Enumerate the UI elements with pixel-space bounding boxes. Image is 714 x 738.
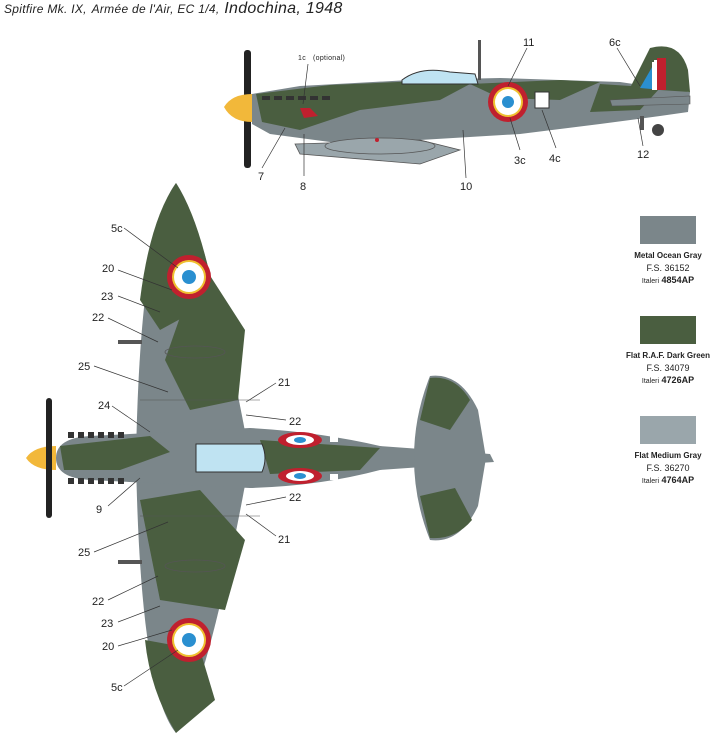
side-camo-1 — [256, 81, 470, 130]
swatch-fs: F.S. 36270 — [646, 463, 690, 473]
side-emblem — [300, 108, 318, 118]
swatch-fs: F.S. 36152 — [646, 263, 690, 273]
side-canopy — [401, 69, 479, 85]
top-camo-3 — [140, 490, 245, 610]
top-fuselage-camo — [60, 436, 170, 470]
callout-20-lower: 20 — [102, 641, 114, 653]
callout-5c-upper: 5c — [111, 223, 123, 235]
callout-7: 7 — [258, 171, 264, 183]
callout-20-upper: 20 — [102, 263, 114, 275]
title-aircraft: Spitfire Mk. IX, — [4, 2, 87, 16]
top-canopy — [195, 443, 266, 473]
swatch-label-dark-green: Flat R.A.F. Dark Green F.S. 34079 Italer… — [603, 350, 714, 388]
top-roundel-lower — [167, 618, 211, 662]
callout-22-fuselage-upper: 22 — [289, 416, 301, 428]
callout-25-lower: 25 — [78, 547, 90, 559]
swatch-label-medium-gray: Flat Medium Gray F.S. 36270 Italeri 4764… — [603, 450, 714, 488]
top-cannon-lower — [118, 560, 142, 564]
side-wing-root — [324, 137, 436, 155]
callout-10: 10 — [460, 181, 472, 193]
side-spinner — [224, 94, 252, 122]
top-callouts — [93, 227, 287, 687]
top-view — [26, 183, 494, 733]
callout-3c: 3c — [514, 155, 526, 167]
callout-22-upper: 22 — [92, 312, 104, 324]
callout-22-lower: 22 — [92, 596, 104, 608]
title-unit: Armée de l'Air, EC 1/4, — [91, 2, 220, 16]
callout-1c-note: (optional) — [313, 55, 345, 62]
swatch-label-metal-ocean-gray: Metal Ocean Gray F.S. 36152 Italeri 4854… — [603, 250, 714, 288]
swatch-metal-ocean-gray — [640, 216, 696, 244]
swatch-code: 4726AP — [661, 375, 695, 385]
side-tail-wheel — [652, 124, 664, 136]
top-exhausts — [68, 432, 124, 484]
side-code-box — [534, 91, 550, 109]
top-fuselage-roundels — [278, 432, 338, 484]
callout-5c-lower: 5c — [111, 682, 123, 694]
title-place: Indochina, 1948 — [224, 0, 343, 17]
side-callouts — [261, 47, 644, 179]
callout-21-upper: 21 — [278, 377, 290, 389]
swatch-brand: Italeri — [641, 378, 660, 385]
callout-12: 12 — [637, 149, 649, 161]
callout-24: 24 — [98, 400, 110, 412]
callout-23-lower: 23 — [101, 618, 113, 630]
callout-4c: 4c — [549, 153, 561, 165]
top-cannon-upper — [118, 340, 142, 344]
side-antenna — [478, 40, 481, 80]
swatch-fs: F.S. 34079 — [646, 363, 690, 373]
callout-21-lower: 21 — [278, 534, 290, 546]
callout-22-fuselage-lower: 22 — [289, 492, 301, 504]
swatch-code: 4854AP — [661, 275, 695, 285]
callout-23-upper: 23 — [101, 291, 113, 303]
swatch-name: Metal Ocean Gray — [634, 251, 702, 260]
top-camo-2 — [165, 260, 245, 410]
side-view — [224, 40, 691, 168]
swatch-brand: Italeri — [641, 278, 660, 285]
swatch-name: Flat R.A.F. Dark Green — [625, 351, 711, 360]
swatch-brand: Italeri — [641, 478, 660, 485]
callout-6c: 6c — [609, 37, 621, 49]
callout-9: 9 — [96, 504, 102, 516]
side-tailplane — [609, 95, 691, 107]
callout-8: 8 — [300, 181, 306, 193]
side-exhausts — [262, 96, 330, 100]
callout-25-upper: 25 — [78, 361, 90, 373]
callout-1c: 1c — [298, 55, 306, 62]
swatch-medium-gray — [640, 416, 696, 444]
top-roundel-upper — [167, 255, 211, 299]
swatch-code: 4764AP — [661, 475, 695, 485]
page-title: Spitfire Mk. IX, Armée de l'Air, EC 1/4,… — [4, 0, 343, 18]
callout-11: 11 — [523, 37, 534, 49]
top-propeller — [46, 398, 52, 518]
swatch-dark-green — [640, 316, 696, 344]
side-fin-flash-red — [657, 58, 666, 90]
swatch-name: Flat Medium Gray — [634, 451, 702, 460]
top-camo-4 — [145, 640, 215, 733]
side-light — [375, 138, 379, 142]
